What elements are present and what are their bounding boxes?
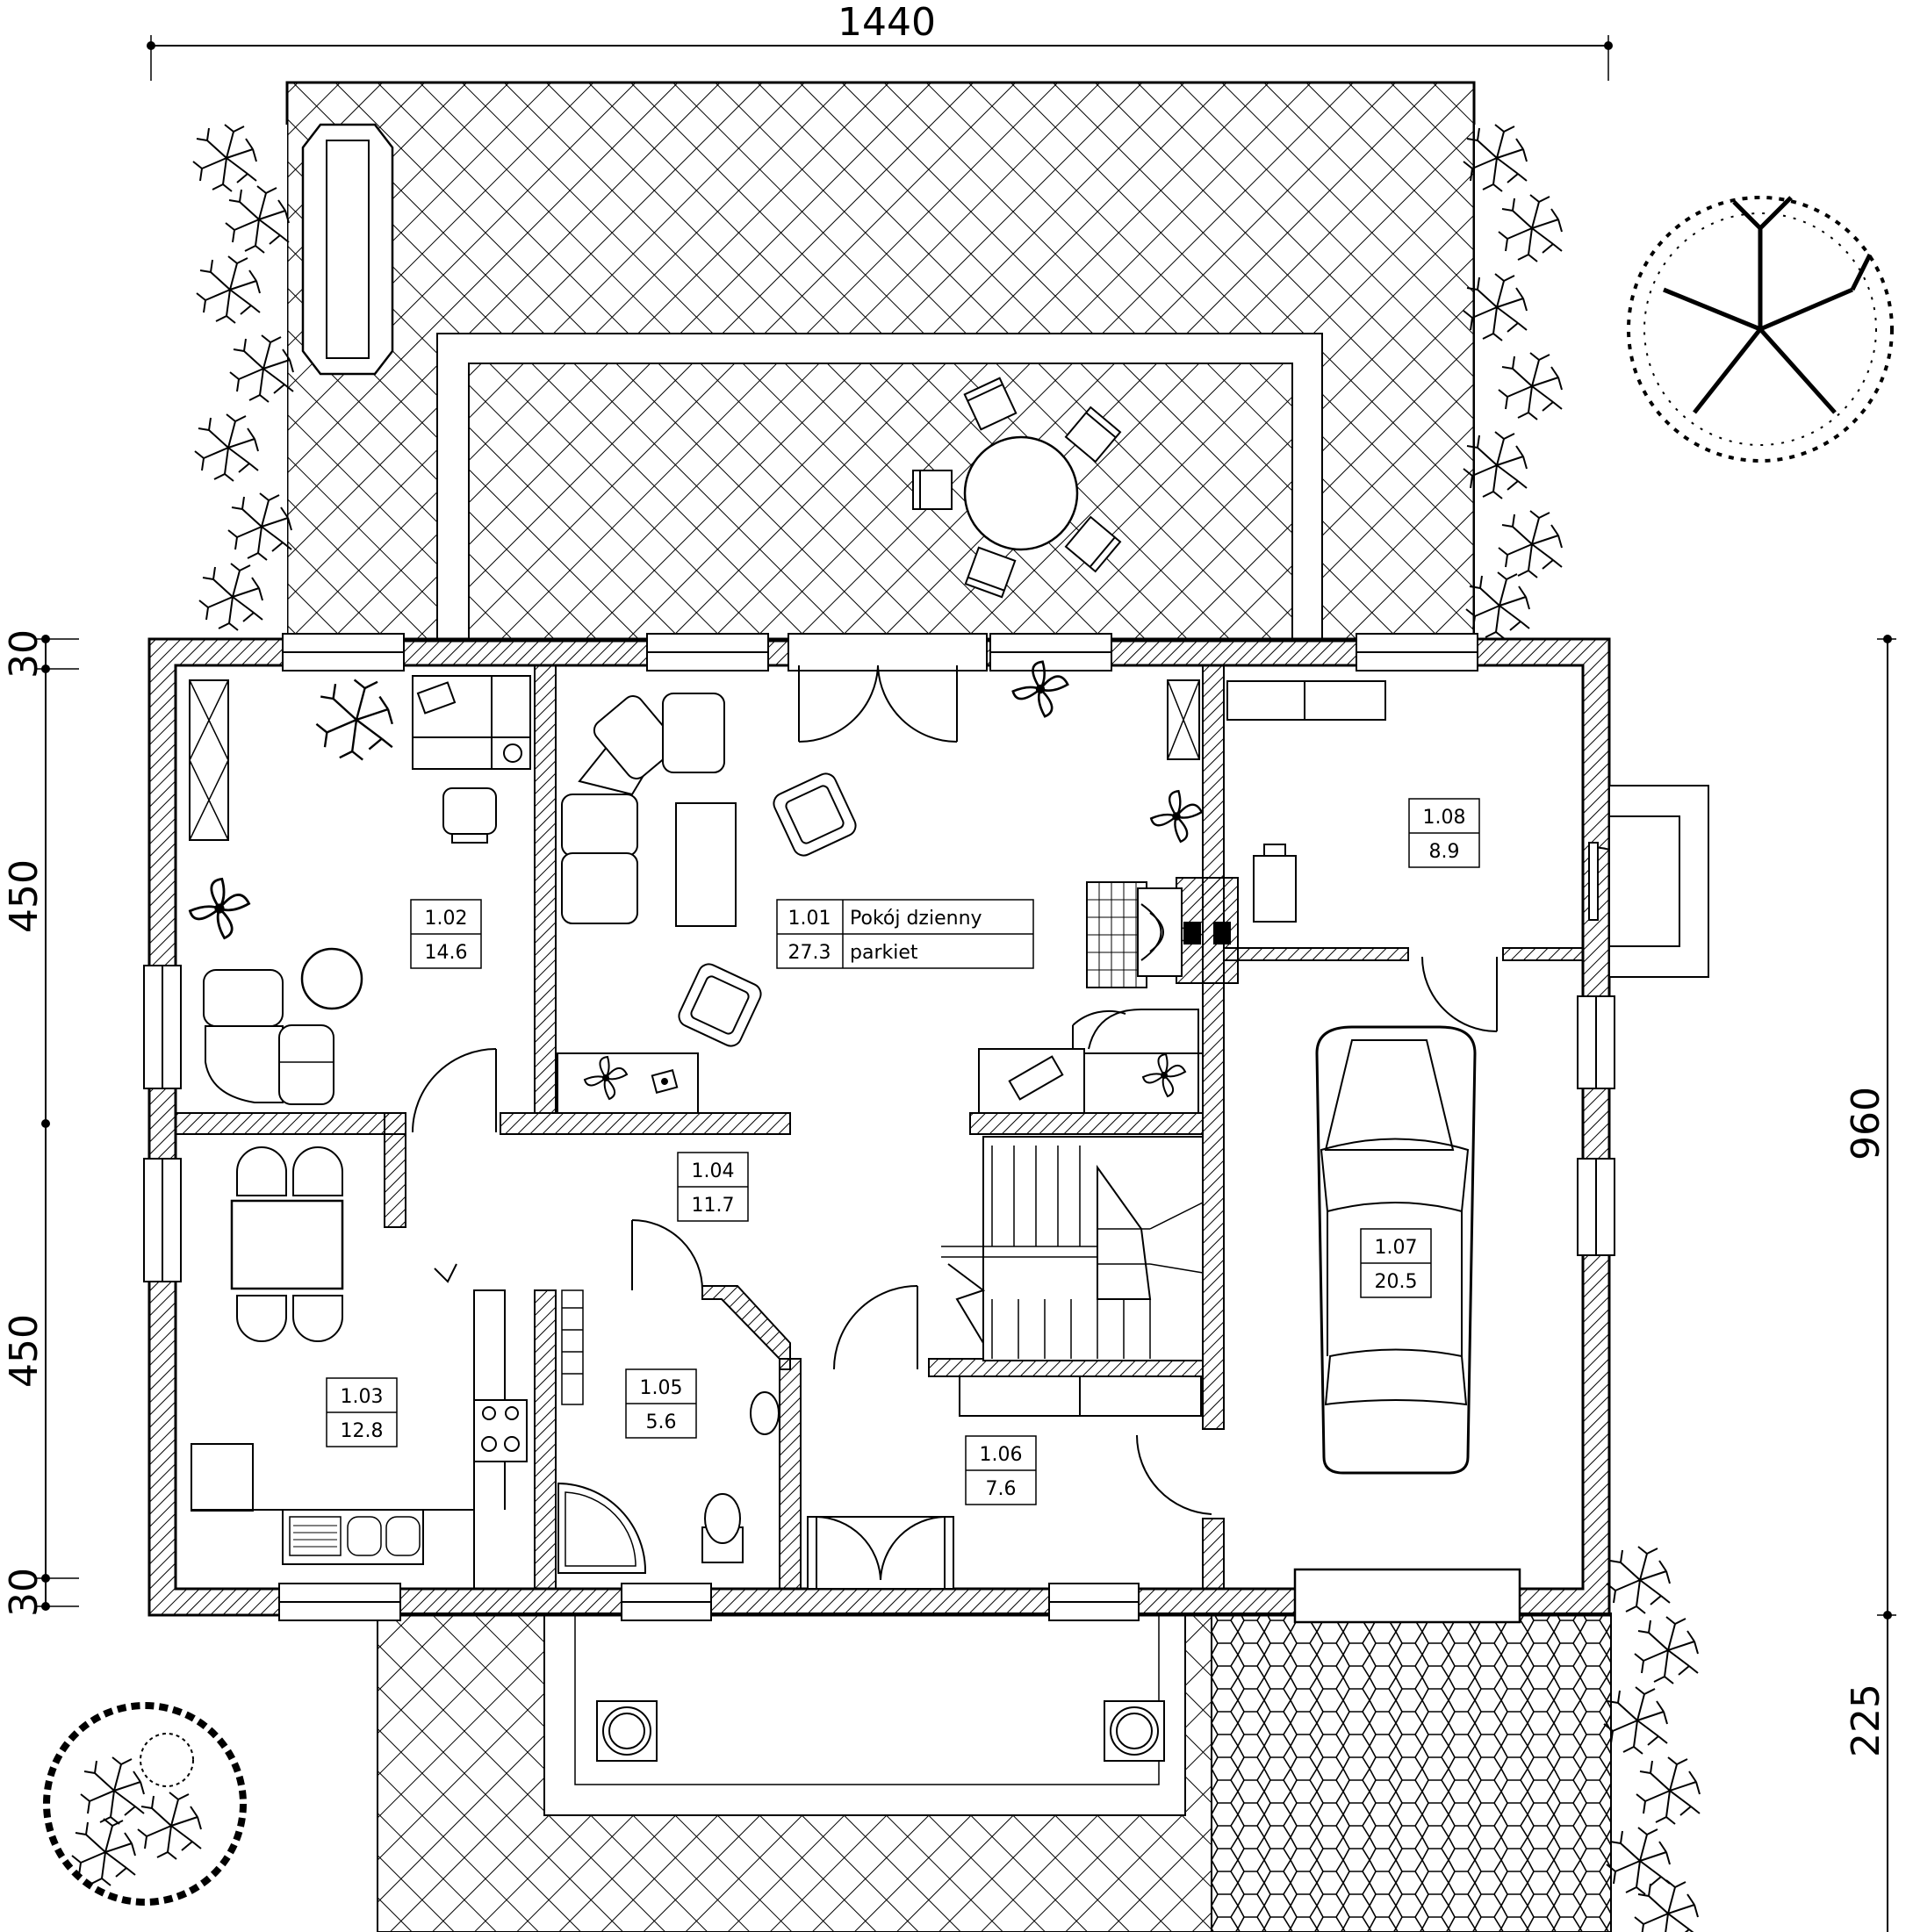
room-104-area: 11.7 bbox=[692, 1195, 735, 1217]
terrace-dining-set bbox=[912, 377, 1121, 599]
room-103-number: 1.03 bbox=[341, 1386, 384, 1408]
house-walls bbox=[147, 637, 1611, 1617]
room-108-number: 1.08 bbox=[1423, 807, 1466, 829]
shrubs-left bbox=[192, 124, 294, 641]
room-102-area: 14.6 bbox=[425, 942, 468, 964]
room-101-area: 27.3 bbox=[788, 942, 831, 964]
room-107-number: 1.07 bbox=[1375, 1237, 1418, 1259]
dim-left-bottom: 30 bbox=[2, 1568, 47, 1617]
room-101-floor: parkiet bbox=[850, 942, 918, 964]
room-107-area: 20.5 bbox=[1375, 1271, 1418, 1293]
room-label-104: 1.04 11.7 bbox=[677, 1152, 749, 1222]
room-105-furniture bbox=[557, 1289, 780, 1574]
dim-left-top: 30 bbox=[2, 629, 47, 679]
room-label-101: 1.01 Pokój dzienny 27.3 parkiet bbox=[776, 899, 1034, 969]
door-swings bbox=[412, 785, 1709, 1515]
room-106-area: 7.6 bbox=[986, 1478, 1017, 1500]
living-sofa bbox=[561, 693, 725, 924]
windows bbox=[143, 633, 1615, 1624]
room-label-107: 1.07 20.5 bbox=[1360, 1228, 1432, 1298]
dimension-top: 1440 bbox=[147, 0, 1613, 81]
entrance-door bbox=[807, 1516, 954, 1590]
fireplace bbox=[1086, 881, 1183, 988]
room-103-furniture bbox=[191, 1146, 528, 1589]
room-106-number: 1.06 bbox=[980, 1444, 1023, 1466]
room-104-number: 1.04 bbox=[692, 1160, 735, 1182]
shrubs-bottom-right bbox=[1603, 1546, 1701, 1932]
room-label-102: 1.02 14.6 bbox=[410, 899, 482, 969]
dining-chairs bbox=[236, 1146, 343, 1342]
room-103-area: 12.8 bbox=[341, 1420, 384, 1442]
dim-left-mid1: 450 bbox=[2, 859, 47, 933]
dim-top-width: 1440 bbox=[838, 0, 936, 45]
corner-sofa bbox=[203, 969, 334, 1105]
room-101-number: 1.01 bbox=[788, 908, 831, 930]
dim-right-total: 960 bbox=[1844, 1087, 1888, 1160]
terrace-door bbox=[787, 633, 988, 743]
room-label-108: 1.08 8.9 bbox=[1408, 798, 1480, 868]
planter-pot-left bbox=[596, 1700, 658, 1762]
dimension-right: 960 225 bbox=[1844, 635, 1896, 1932]
room-102-number: 1.02 bbox=[425, 908, 468, 930]
room-label-103: 1.03 12.8 bbox=[326, 1377, 398, 1447]
garden-bench bbox=[301, 123, 394, 376]
room-102-furniture bbox=[188, 675, 531, 1105]
room-label-106: 1.06 7.6 bbox=[965, 1435, 1037, 1505]
front-paving bbox=[377, 1612, 1612, 1932]
round-flowerbed bbox=[43, 1702, 247, 1906]
planter-pot-right bbox=[1104, 1700, 1165, 1762]
room-108-area: 8.9 bbox=[1429, 841, 1460, 863]
shrubs-right bbox=[1463, 124, 1563, 641]
rear-terrace bbox=[285, 81, 1476, 643]
dim-left-mid2: 450 bbox=[2, 1314, 47, 1388]
room-101-name: Pokój dzienny bbox=[850, 908, 982, 930]
tree-icon bbox=[1627, 196, 1894, 463]
room-105-number: 1.05 bbox=[640, 1377, 683, 1399]
staircase bbox=[941, 1136, 1204, 1417]
room-label-105: 1.05 5.6 bbox=[625, 1368, 697, 1439]
room-105-area: 5.6 bbox=[646, 1411, 677, 1433]
dimension-left: 30 450 450 30 bbox=[2, 629, 79, 1617]
dim-right-bottom: 225 bbox=[1844, 1684, 1888, 1757]
room-101-furniture bbox=[557, 660, 1204, 1114]
